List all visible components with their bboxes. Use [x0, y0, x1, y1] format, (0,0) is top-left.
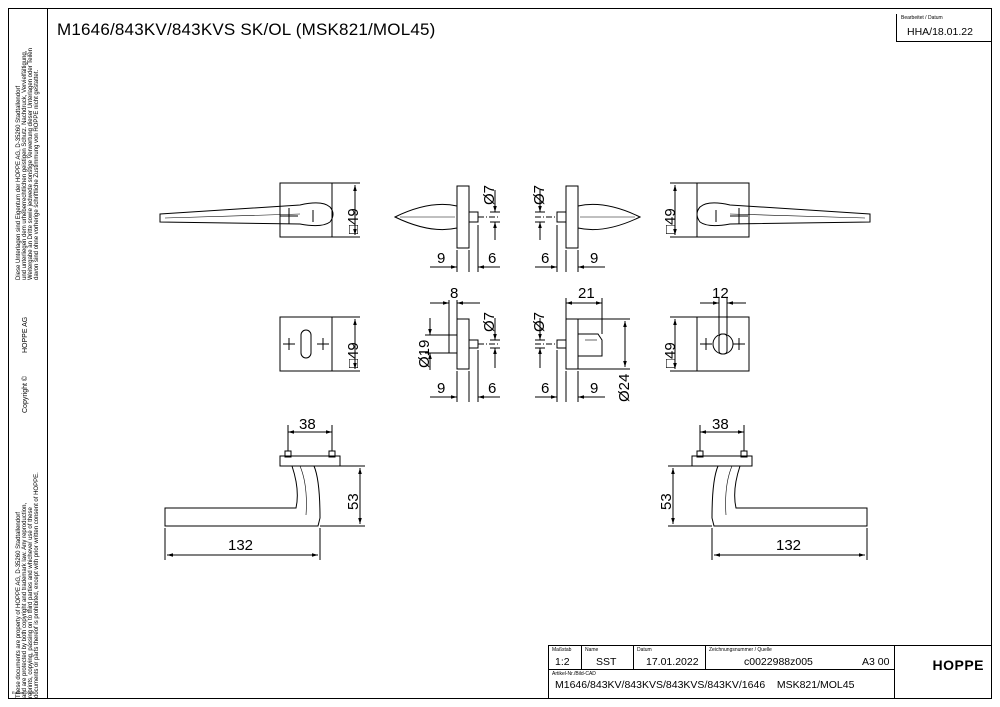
dim-38-b: 38	[712, 416, 729, 433]
dim-6-a: 6	[488, 250, 496, 267]
date-cell: Datum 17.01.2022	[634, 646, 706, 670]
drawing-title: M1646/843KV/843KVS SK/OL (MSK821/MOL45)	[57, 20, 436, 39]
lever-side-left	[393, 185, 500, 272]
release-side-view	[535, 298, 630, 402]
dim-square-49-b: □49	[662, 208, 679, 234]
dim-12: 12	[712, 285, 729, 302]
dim-dia-7-c: Ø7	[481, 312, 498, 332]
drawing-number: c0022988z005	[744, 656, 813, 668]
lever-top-left	[164, 425, 365, 560]
dim-6-b: 6	[541, 250, 549, 267]
revision-value: HHA/18.01.22	[907, 26, 973, 38]
dim-dia-7-b: Ø7	[531, 185, 548, 205]
scale-cell: Maßstab 1:2	[549, 646, 582, 670]
article-value: M1646/843KV/843KVS/843KVS/843KV/1646 MSK…	[555, 679, 855, 691]
dim-21: 21	[578, 285, 595, 302]
article-cell: Artikel-Nr./Bild-CAD M1646/843KV/843KVS/…	[549, 670, 895, 698]
legal-sidebar: Diese Unterlagen sind Eigentum der HOPPE…	[8, 8, 48, 699]
dim-8: 8	[450, 285, 458, 302]
dim-38-a: 38	[299, 416, 316, 433]
dim-53-b: 53	[658, 493, 675, 510]
hoppe-logo: HOPPE	[932, 657, 984, 673]
article-label: Artikel-Nr./Bild-CAD	[552, 671, 596, 677]
lever-front-right	[670, 182, 871, 238]
title-block: Maßstab 1:2 Name SST Datum 17.01.2022 Ze…	[548, 645, 992, 699]
dim-square-49-c: □49	[345, 342, 362, 368]
dim-dia-24: Ø24	[616, 374, 633, 402]
dim-9-c: 9	[437, 380, 445, 397]
scale-value: 1:2	[555, 656, 570, 668]
drawing-number-label: Zeichnungsnummer / Quelle	[709, 647, 772, 653]
name-cell: Name SST	[582, 646, 634, 670]
dim-132-b: 132	[776, 537, 801, 554]
revision-label: Bearbeitet / Datum	[901, 15, 943, 21]
release-rose-front	[670, 298, 750, 372]
lever-top-right	[668, 425, 868, 560]
date-label: Datum	[637, 647, 652, 653]
lever-side-right	[535, 185, 642, 272]
edition-code: Edition 2016	[12, 690, 35, 695]
dim-9-a: 9	[437, 250, 445, 267]
dim-square-49-d: □49	[662, 342, 679, 368]
dim-dia-7-a: Ø7	[481, 185, 498, 205]
date-value: 17.01.2022	[646, 656, 699, 668]
sheet-format: A3 00	[862, 656, 890, 668]
logo-cell: HOPPE	[895, 646, 992, 698]
name-label: Name	[585, 647, 599, 653]
turn-rose-front	[279, 316, 360, 372]
turn-side-view	[425, 300, 500, 402]
dimension-labels: □49 Ø7 9 6 Ø7 6 9 □49 □49 8 Ø19 Ø7 9 6 Ø…	[228, 185, 801, 554]
revision-box: Bearbeitet / Datum HHA/18.01.22	[896, 14, 992, 42]
name-value: SST	[596, 656, 617, 668]
drawing-frame	[8, 8, 992, 699]
dim-dia-19: Ø19	[416, 340, 433, 368]
lever-front-left	[159, 182, 360, 238]
dim-6-d: 6	[541, 380, 549, 397]
dim-53-a: 53	[345, 493, 362, 510]
scale-label: Maßstab	[552, 647, 572, 653]
dim-9-b: 9	[590, 250, 598, 267]
drawing-number-cell: Zeichnungsnummer / Quelle c0022988z005 A…	[706, 646, 895, 670]
dim-9-d: 9	[590, 380, 598, 397]
dim-132-a: 132	[228, 537, 253, 554]
dim-dia-7-d: Ø7	[531, 312, 548, 332]
dim-6-c: 6	[488, 380, 496, 397]
dim-square-49-a: □49	[345, 208, 362, 234]
